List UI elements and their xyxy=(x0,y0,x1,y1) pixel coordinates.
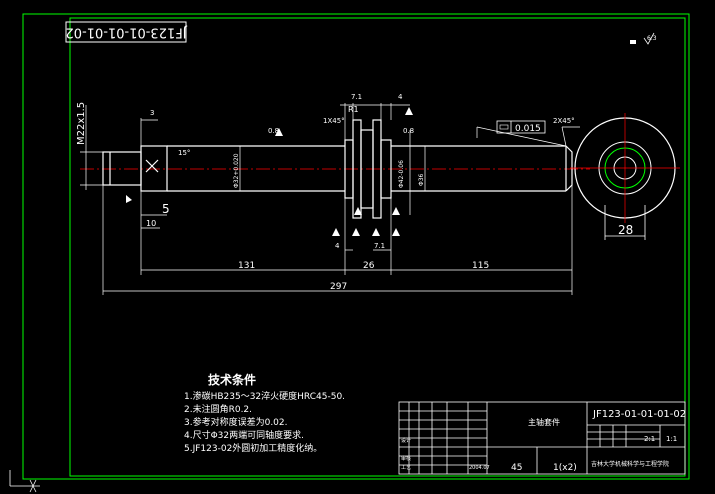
dim-10: 10 xyxy=(146,219,156,228)
title-block xyxy=(398,401,686,475)
notes-line-2: 2.未注圆角R0.2. xyxy=(184,403,252,415)
dim-chamfer2: 2X45° xyxy=(553,117,575,125)
title-school: 吉林大学机械科学与工程学院 xyxy=(591,460,669,468)
notes-line-4: 4.尺寸Φ32两端可同轴度要求. xyxy=(184,429,304,441)
dim-115: 115 xyxy=(472,261,489,271)
dim-28: 28 xyxy=(618,223,633,237)
title-design-label: 设计 xyxy=(401,437,411,444)
dim-5: 5 xyxy=(162,202,170,216)
ucs-icon xyxy=(9,470,40,493)
dim-dia-c: Φ36 xyxy=(418,173,425,186)
dim-angle15: 15° xyxy=(178,149,190,157)
dim-3: 3 xyxy=(150,109,154,117)
dim-dia-b: Φ42-0.06 xyxy=(398,160,405,188)
dim-tolerance: 0.015 xyxy=(515,124,541,134)
notes-title: 技术条件 xyxy=(208,372,256,387)
title-material: 45 xyxy=(511,463,522,473)
dim-dia-main: Φ32+0.020 xyxy=(233,153,240,188)
notes-line-3: 3.参考对称度误差为0.02. xyxy=(184,416,288,428)
dim-131: 131 xyxy=(238,261,255,271)
end-view xyxy=(570,113,680,240)
outer-frame xyxy=(22,13,690,480)
title-quantity: 1(x2) xyxy=(553,463,577,473)
title-sheet: 2:1 xyxy=(644,435,655,443)
roughness-symbols xyxy=(126,107,413,236)
tolerance-frame xyxy=(496,120,546,134)
corner-roughness: 6.3 xyxy=(647,35,657,42)
dim-4-b: 4 xyxy=(335,242,340,250)
dim-rough-0-8-a: 0.8 xyxy=(268,127,279,135)
notes-line-5: 5.JF123-02外圆初加工精度化纳。 xyxy=(184,442,322,454)
dim-297: 297 xyxy=(330,282,347,292)
title-scale: 1:1 xyxy=(666,435,677,443)
dim-chamfer1: 1X45° xyxy=(323,117,345,125)
dim-7-1-b: 7.1 xyxy=(374,242,385,250)
inner-frame xyxy=(69,17,686,477)
title-date: 2004.07 xyxy=(469,465,490,471)
rotated-drawing-number: JF123-01-01-01-02 xyxy=(65,25,187,40)
dim-7-1-a: 7.1 xyxy=(351,93,362,101)
dim-4-a: 4 xyxy=(398,93,403,101)
title-drawing-number: JF123-01-01-01-02 xyxy=(592,409,686,420)
title-process-label: 工艺 xyxy=(401,465,411,471)
corner-mark-small xyxy=(630,40,636,44)
dim-rough-0-8-b: 0.8 xyxy=(403,127,414,135)
shaft-body xyxy=(102,119,573,219)
notes-line-1: 1.渗碳HB235～32淬火硬度HRC45-50. xyxy=(184,390,345,402)
dim-thread: M22x1.5 xyxy=(76,102,87,145)
dimension-lines xyxy=(80,103,580,295)
title-check-label: 审核 xyxy=(401,455,411,462)
corner-roughness-mark xyxy=(643,32,655,45)
dim-26: 26 xyxy=(363,261,375,271)
title-part-name: 主轴套件 xyxy=(528,417,560,427)
rotated-number-box xyxy=(65,21,187,43)
dim-r1: R1 xyxy=(348,105,359,114)
